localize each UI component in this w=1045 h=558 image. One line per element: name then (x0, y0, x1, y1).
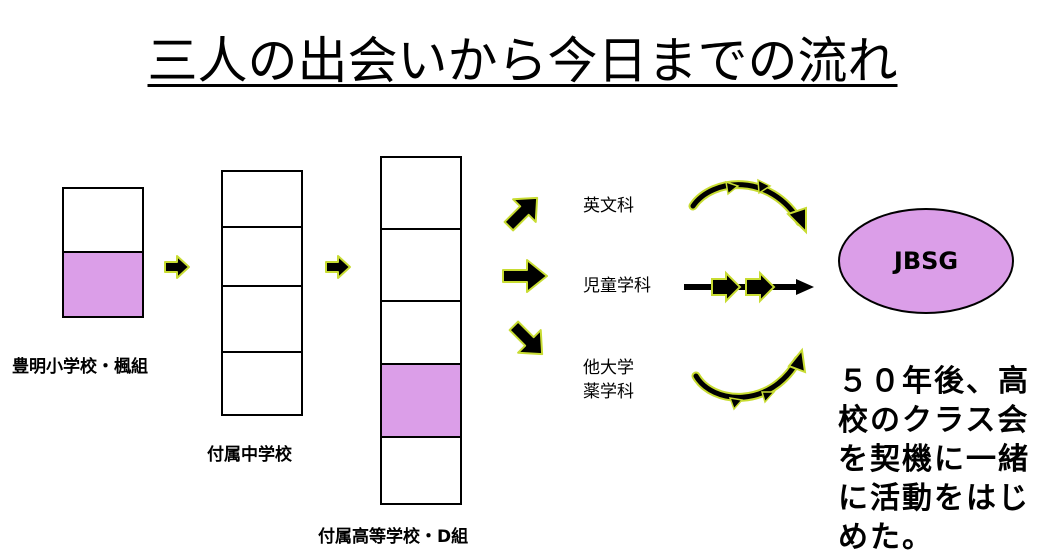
arrow-right-icon (325, 255, 351, 279)
high-school-stack (380, 156, 462, 505)
branch-child-studies-label: 児童学科 (583, 276, 651, 296)
stack-cell (221, 353, 303, 416)
page-title: 三人の出会いから今日までの流れ (147, 32, 898, 90)
high-school-label: 付属高等学校・D組 (318, 527, 469, 547)
junior-high-stack (221, 170, 303, 416)
arrow-down-right-icon (508, 320, 544, 356)
stack-cell-highlighted (380, 365, 462, 438)
stack-cell (380, 438, 462, 505)
summary-note: ５０年後、高校のクラス会を契機に一緒に活動をはじめた。 (838, 364, 1030, 555)
junior-high-label: 付属中学校 (207, 445, 292, 465)
stack-cell (221, 170, 303, 228)
branch-other-line2: 薬学科 (583, 382, 634, 402)
stack-cell (380, 230, 462, 302)
stack-cell (380, 156, 462, 230)
jbsg-oval: JBSG (838, 208, 1014, 314)
stack-cell (380, 302, 462, 365)
stack-cell (221, 287, 303, 353)
elementary-school-stack (62, 187, 144, 318)
stack-cell (221, 228, 303, 287)
jbsg-label: JBSG (893, 247, 959, 275)
branch-other-line1: 他大学 (583, 358, 634, 378)
arrow-up-right-icon (503, 196, 539, 232)
arrow-right-icon (164, 255, 190, 279)
curved-arrow-bottom-icon (691, 347, 807, 411)
branch-other-university-label: 他大学 薬学科 (583, 356, 634, 404)
arrow-right-icon (502, 259, 548, 293)
branch-english-label: 英文科 (583, 196, 634, 216)
straight-arrow-middle-icon (684, 270, 814, 304)
stack-cell-highlighted (62, 253, 144, 318)
stack-cell (62, 187, 144, 253)
curved-arrow-top-icon (688, 178, 807, 235)
elementary-school-label: 豊明小学校・楓組 (12, 357, 148, 377)
